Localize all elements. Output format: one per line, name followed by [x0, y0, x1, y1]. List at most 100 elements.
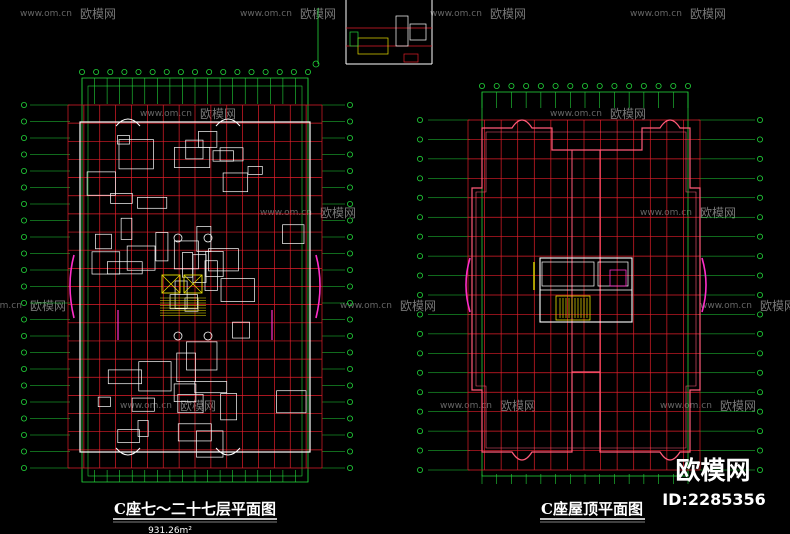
- axis-bubble: [20, 398, 27, 405]
- axis-bubble: [346, 332, 353, 339]
- room-outline: [95, 233, 112, 250]
- watermark-url: www.om.cn: [20, 9, 72, 19]
- watermark-url: www.om.cn: [140, 109, 192, 119]
- room-outline: [282, 224, 305, 244]
- axis-bubble: [346, 398, 353, 405]
- watermark-url: www.om.cn: [440, 401, 492, 411]
- axis-bubble: [757, 253, 764, 260]
- watermark-brand: 欧模网: [720, 399, 756, 413]
- axis-bubble: [346, 102, 353, 109]
- axis-bubble: [757, 272, 764, 279]
- room-outline: [276, 390, 307, 414]
- axis-bubble: [346, 464, 353, 471]
- room-outline: [185, 139, 204, 160]
- axis-bubble: [346, 151, 353, 158]
- axis-bubble: [346, 283, 353, 290]
- drawing-title-right: C座屋顶平面图: [541, 500, 643, 518]
- watermark-layer: 欧模网 www.om.cn 欧模网 www.om.cn 欧模网 www.om.cn 欧模网 w…: [0, 7, 790, 413]
- room-outline: [126, 245, 156, 271]
- axis-bubble: [290, 69, 297, 76]
- room-outline: [107, 261, 143, 275]
- axis-bubble: [757, 466, 764, 473]
- room-outline: [155, 232, 169, 262]
- axis-bubble: [346, 233, 353, 240]
- elevator-cross: [161, 274, 181, 294]
- watermark-url: www.om.cn: [640, 208, 692, 218]
- axis-bubble: [416, 408, 423, 415]
- axis-bubble: [20, 184, 27, 191]
- elevator-cross: [183, 274, 203, 294]
- watermark-url: www.om.cn: [630, 9, 682, 19]
- axis-bubble: [757, 214, 764, 221]
- axis-bubble: [757, 447, 764, 454]
- axis-bubble: [262, 69, 269, 76]
- axis-bubble: [20, 217, 27, 224]
- room-outline: [196, 430, 224, 458]
- watermark-brand: 欧模网: [700, 206, 736, 220]
- axis-bubble: [552, 83, 559, 90]
- room-outline: [194, 381, 228, 394]
- watermark-brand: 欧模网: [760, 299, 790, 313]
- axis-bubble: [163, 69, 170, 76]
- site-badge: 欧模网 ID:2285356: [662, 456, 766, 509]
- axis-bubble: [685, 83, 692, 90]
- axis-bubble: [20, 349, 27, 356]
- watermark-url: www.om.cn: [430, 9, 482, 19]
- axis-bubble: [757, 155, 764, 162]
- axis-bubble: [478, 83, 485, 90]
- balcony-left: [69, 254, 75, 319]
- room-outline: [110, 193, 133, 204]
- watermark-url: www.om.cn: [550, 109, 602, 119]
- axis-bubble: [20, 415, 27, 422]
- room-outline: [137, 420, 149, 437]
- axis-bubble: [416, 466, 423, 473]
- axis-bubble: [79, 69, 86, 76]
- axis-bubble: [757, 194, 764, 201]
- watermark-url: www.om.cn: [700, 301, 752, 311]
- axis-bubble: [20, 167, 27, 174]
- axis-bubble: [416, 136, 423, 143]
- axis-bubble: [191, 69, 198, 76]
- column-round: [173, 331, 183, 341]
- floor-area-label: 931.26m²: [148, 526, 192, 534]
- axis-bubble: [416, 155, 423, 162]
- axis-bubble: [346, 349, 353, 356]
- room-outline: [137, 197, 168, 209]
- axis-bubble: [93, 69, 100, 76]
- axis-bubble: [757, 408, 764, 415]
- axis-bubble: [20, 134, 27, 141]
- axis-bubble: [757, 117, 764, 124]
- axis-bubble: [346, 134, 353, 141]
- axis-bubble: [346, 448, 353, 455]
- axis-bubble: [655, 83, 662, 90]
- bay-window: [115, 447, 141, 456]
- axis-bubble: [177, 69, 184, 76]
- axis-bubble: [206, 69, 213, 76]
- room-outline: [177, 423, 212, 442]
- axis-bubble: [757, 311, 764, 318]
- axis-bubble: [757, 330, 764, 337]
- axis-bubble: [567, 83, 574, 90]
- room-outline: [91, 251, 121, 275]
- bay-window: [215, 118, 241, 127]
- room-outline: [222, 172, 249, 193]
- room-outline: [177, 394, 204, 414]
- watermark-url: www.om.cn: [260, 208, 312, 218]
- floor-plan-7-27: [20, 69, 353, 483]
- axis-bubble: [346, 431, 353, 438]
- axis-bubble: [757, 369, 764, 376]
- watermark-url: www.om.cn: [120, 401, 172, 411]
- watermark-url: www.om.cn: [340, 301, 392, 311]
- watermark-url: www.om.cn: [0, 301, 22, 311]
- room-outline: [220, 393, 237, 421]
- axis-bubble: [757, 350, 764, 357]
- axis-bubble: [20, 316, 27, 323]
- axis-bubble: [416, 350, 423, 357]
- axis-bubble: [346, 167, 353, 174]
- watermark-brand: 欧模网: [30, 299, 66, 313]
- watermark-brand: 欧模网: [80, 7, 116, 21]
- axis-bubble: [346, 365, 353, 372]
- room-outline: [86, 171, 116, 196]
- axis-bubble: [135, 69, 142, 76]
- axis-bubble: [20, 233, 27, 240]
